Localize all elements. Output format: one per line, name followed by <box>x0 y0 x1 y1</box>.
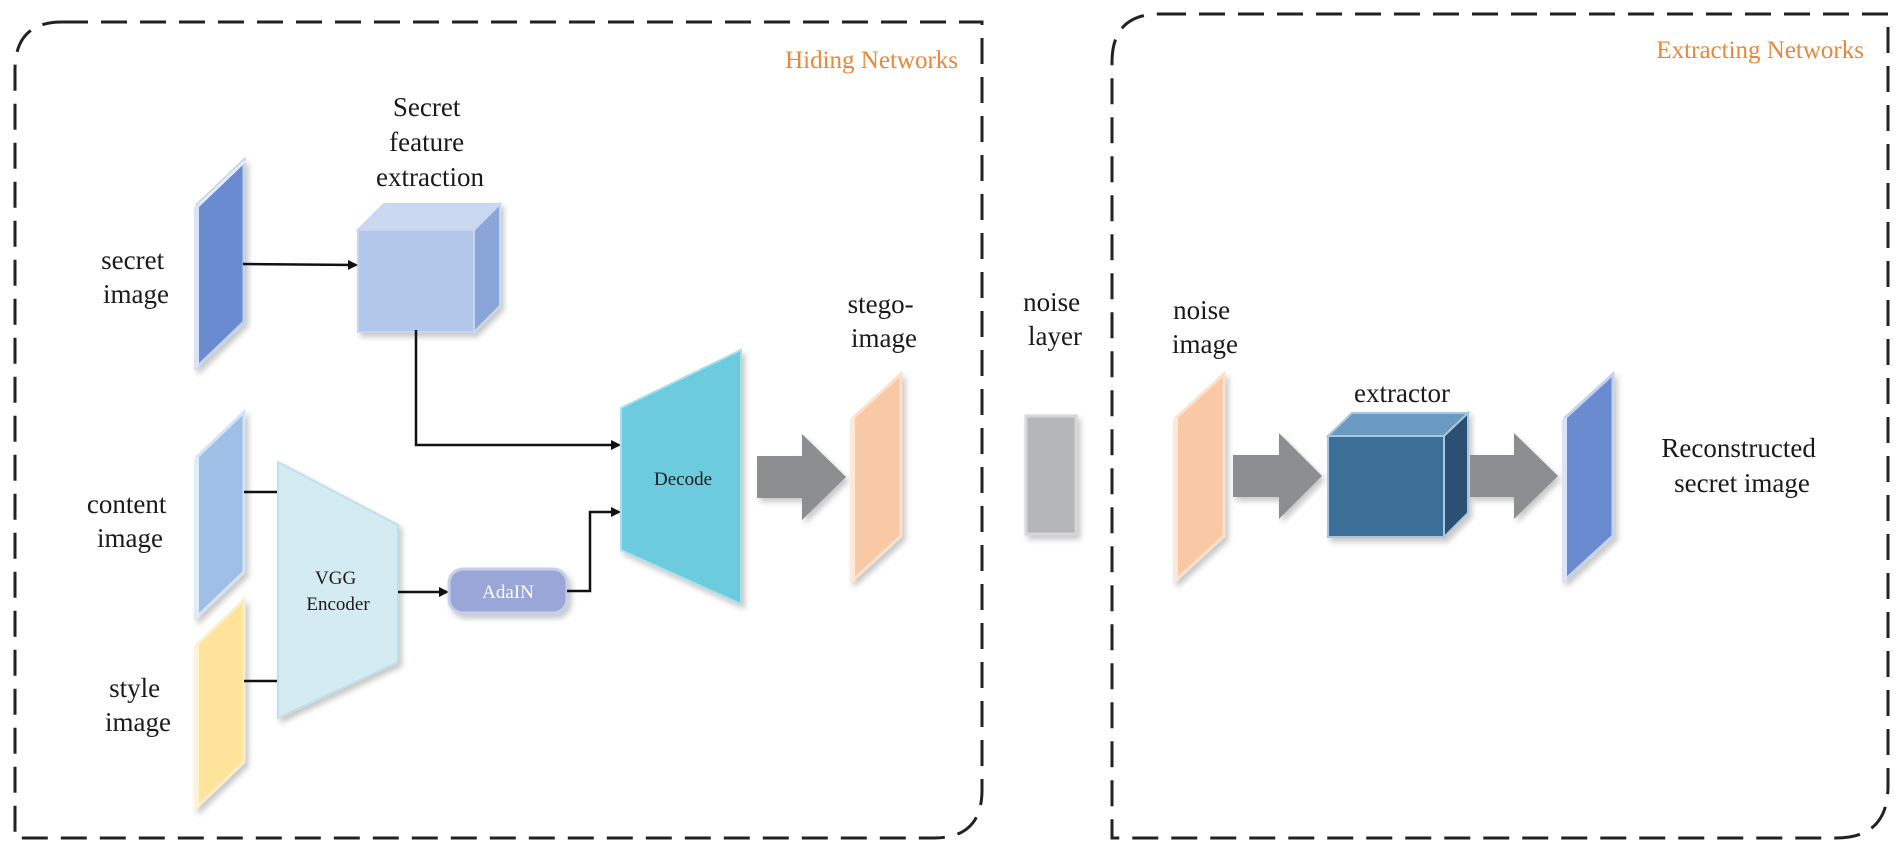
stego-image-plane <box>850 370 903 584</box>
extractor-label: extractor <box>1354 378 1450 408</box>
arrow-secret-to-feature <box>242 259 358 270</box>
adain-label: AdaIN <box>482 582 534 603</box>
extracting-panel-border <box>1110 12 1890 840</box>
noise-layer-label: noise layer <box>1023 287 1087 351</box>
style-image-label: style image <box>105 673 171 737</box>
secret-image-label: secret image <box>101 245 171 309</box>
hiding-networks-panel: Hiding Networks <box>13 20 984 840</box>
secret-image-plane <box>194 156 246 371</box>
extracting-networks-title: Extracting Networks <box>1656 37 1864 64</box>
extractor-cube <box>1325 410 1471 540</box>
fat-arrow-decoder-to-stego <box>757 434 846 520</box>
stego-image-label: stego- image <box>848 289 921 353</box>
vgg-encoder-label: VGG Encoder <box>306 568 370 615</box>
noise-layer-block <box>1024 414 1078 536</box>
fat-arrow-extractor-to-reconstructed <box>1470 433 1558 519</box>
reconstructed-image-label: Reconstructed secret image <box>1661 433 1822 498</box>
extracting-networks-panel: Extracting Networks <box>1110 12 1890 840</box>
content-image-plane <box>194 408 246 621</box>
feature-extraction-label: Secret feature extraction <box>376 92 484 192</box>
decoder-label: Decode <box>654 469 712 490</box>
decoder <box>620 348 742 606</box>
noise-image-label: noise image <box>1172 295 1238 359</box>
arrow-adain-to-decoder <box>567 507 621 593</box>
style-image-plane <box>194 596 246 811</box>
arrow-feature-to-decoder <box>414 330 621 450</box>
noise-image-plane <box>1173 370 1226 584</box>
fat-arrow-noise-to-extractor <box>1233 433 1322 519</box>
content-image-label: content image <box>87 489 173 553</box>
feature-extraction-cube <box>355 201 503 335</box>
vgg-encoder <box>277 460 399 720</box>
hiding-panel-border <box>13 20 984 840</box>
reconstructed-image-plane <box>1562 370 1615 584</box>
hiding-networks-title: Hiding Networks <box>785 47 958 74</box>
